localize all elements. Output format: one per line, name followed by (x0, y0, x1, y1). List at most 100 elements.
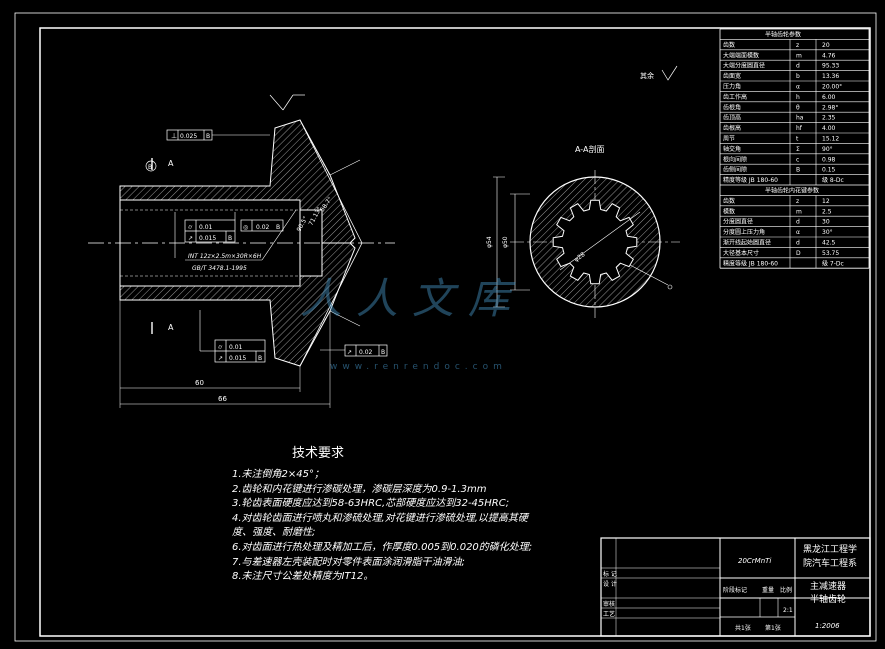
param-symbol: t (796, 136, 799, 143)
sheets-total: 共1张 (735, 624, 751, 632)
param-symbol: b (796, 73, 800, 80)
requirement-item: 2.齿轮和内花键进行渗碳处理，渗碳层深度为0.9-1.3mm (232, 483, 487, 495)
section-marker-bottom: A (168, 323, 174, 332)
section-marker-top: A (168, 159, 174, 168)
param-symbol: Σ (796, 146, 800, 153)
section-upper (119, 119, 356, 244)
param-value: 20.00° (822, 84, 842, 91)
param-name: 齿顶高 (723, 114, 741, 122)
param-name: 分度圆直径 (723, 218, 753, 226)
dimension-66: 66 (218, 395, 227, 403)
svg-text:0.02: 0.02 (359, 349, 373, 356)
scale: 2:1 (783, 607, 793, 614)
param-value: 级 8-Dc (822, 176, 844, 184)
table-header: 半轴齿轮内花键参数 (765, 187, 819, 195)
sheet-number: 第1张 (765, 624, 781, 632)
requirement-item: 4.对齿轮齿面进行喷丸和渗硫处理,对花键进行渗硫处理,以提高其硬 (232, 512, 528, 524)
inner-frame (39, 27, 871, 637)
param-value: 2.98° (822, 104, 838, 111)
svg-text:B: B (381, 349, 385, 356)
param-value: 2.35 (822, 115, 836, 122)
svg-text:0.02: 0.02 (256, 224, 270, 231)
svg-text:B: B (276, 224, 280, 231)
part-name-2: 半轴齿轮 (810, 593, 846, 605)
param-symbol: D (796, 250, 801, 257)
param-value: 95.33 (822, 63, 839, 70)
param-name: 齿侧间隙 (723, 166, 747, 174)
title-col-3: 比例 (780, 586, 792, 594)
param-name: 齿工作高 (723, 93, 747, 101)
param-name: 分度圆上压力角 (723, 228, 765, 236)
material: 20CrMnTi (738, 557, 771, 565)
svg-text:GB/T 3478.1-1995: GB/T 3478.1-1995 (192, 265, 247, 272)
param-name: 周节 (723, 135, 735, 143)
requirement-item: 8.未注尺寸公差处精度为IT12。 (232, 571, 374, 583)
svg-text:INT 12z×2.5m×30R×6H: INT 12z×2.5m×30R×6H (188, 253, 262, 260)
roughness-symbol (269, 94, 305, 111)
svg-text:B: B (228, 235, 232, 242)
param-value: 20 (822, 42, 830, 49)
svg-text:B: B (206, 133, 210, 140)
svg-text:0.015: 0.015 (199, 235, 216, 242)
param-symbol: B (796, 167, 800, 174)
row-mark: 标 记 (603, 570, 617, 578)
diameter-left: φ50 (502, 236, 509, 248)
param-value: 15.12 (822, 136, 839, 143)
svg-text:↗: ↗ (188, 235, 193, 242)
param-symbol: m (796, 52, 802, 59)
param-symbol: d (796, 240, 800, 247)
svg-text:⌭: ⌭ (188, 224, 193, 231)
param-name: 齿数 (723, 197, 735, 205)
param-symbol: hf (796, 125, 803, 132)
param-symbol: α (796, 229, 800, 236)
spline-note: INT 12z×2.5m×30R×6H GB/T 3478.1-1995 (185, 209, 297, 272)
param-value: 2.5 (822, 208, 832, 215)
param-value: 90° (822, 146, 833, 153)
svg-text:⌭: ⌭ (218, 344, 223, 351)
requirement-item: 1.未注倒角2×45°； (232, 469, 325, 480)
param-name: 齿数 (723, 41, 735, 49)
param-name: 大端端面模数 (723, 51, 759, 59)
param-name: 精度等级 JB 180-60 (723, 176, 778, 184)
param-symbol: d (796, 219, 800, 226)
tolerance-frame-top: ⊥ 0.025 B (166, 129, 270, 141)
svg-text:⊥: ⊥ (171, 132, 177, 140)
requirement-item: 7.与差速器左壳装配时对零件表面涂润滑脂干油滑油; (232, 556, 465, 568)
school-name: 黑龙江工程学 (803, 543, 857, 555)
svg-text:◎: ◎ (243, 224, 248, 231)
svg-text:0.015: 0.015 (229, 355, 246, 362)
svg-text:B: B (258, 355, 262, 362)
param-name: 压力角 (723, 83, 741, 91)
dimension-60: 60 (195, 379, 204, 387)
row-design: 设 计 (603, 580, 617, 588)
svg-text:0.01: 0.01 (199, 224, 213, 231)
table-header: 半轴齿轮参数 (765, 31, 801, 39)
param-value: 30° (822, 229, 833, 236)
param-symbol: c (796, 156, 799, 163)
param-value: 4.76 (822, 52, 836, 59)
param-name: 齿根角 (723, 103, 741, 111)
tolerance-frame-mid: ⌭ 0.01 ↗ 0.015 B ◎ 0.02 B (174, 212, 284, 258)
param-symbol: d (796, 63, 800, 70)
part-name-1: 主减速器 (810, 580, 846, 592)
param-symbol: ha (796, 115, 804, 122)
tolerance-frame-right: ↗ 0.02 B (320, 344, 388, 357)
param-symbol: h (796, 94, 800, 101)
param-symbol: m (796, 208, 802, 215)
svg-text:0.01: 0.01 (229, 344, 243, 351)
watermark-url: www.renrendoc.com (330, 362, 507, 372)
row-review: 审核 (603, 600, 615, 608)
requirement-item: 3.轮齿表面硬度应达到58-63HRC,芯部硬度应达到32-45HRC; (232, 498, 510, 510)
param-symbol: θ (796, 104, 800, 111)
param-name: 大径基本尺寸 (723, 249, 759, 257)
svg-text:0.025: 0.025 (180, 133, 197, 140)
param-name: 大端分度圆直径 (723, 62, 765, 70)
param-value: 0.15 (822, 167, 836, 174)
requirement-item: 度、强度、耐磨性; (232, 527, 316, 539)
param-value: 30 (822, 219, 830, 226)
param-value: 级 7-Dc (822, 259, 844, 267)
param-symbol: z (796, 42, 799, 49)
param-value: 13.36 (822, 73, 839, 80)
param-symbol: α (796, 84, 800, 91)
